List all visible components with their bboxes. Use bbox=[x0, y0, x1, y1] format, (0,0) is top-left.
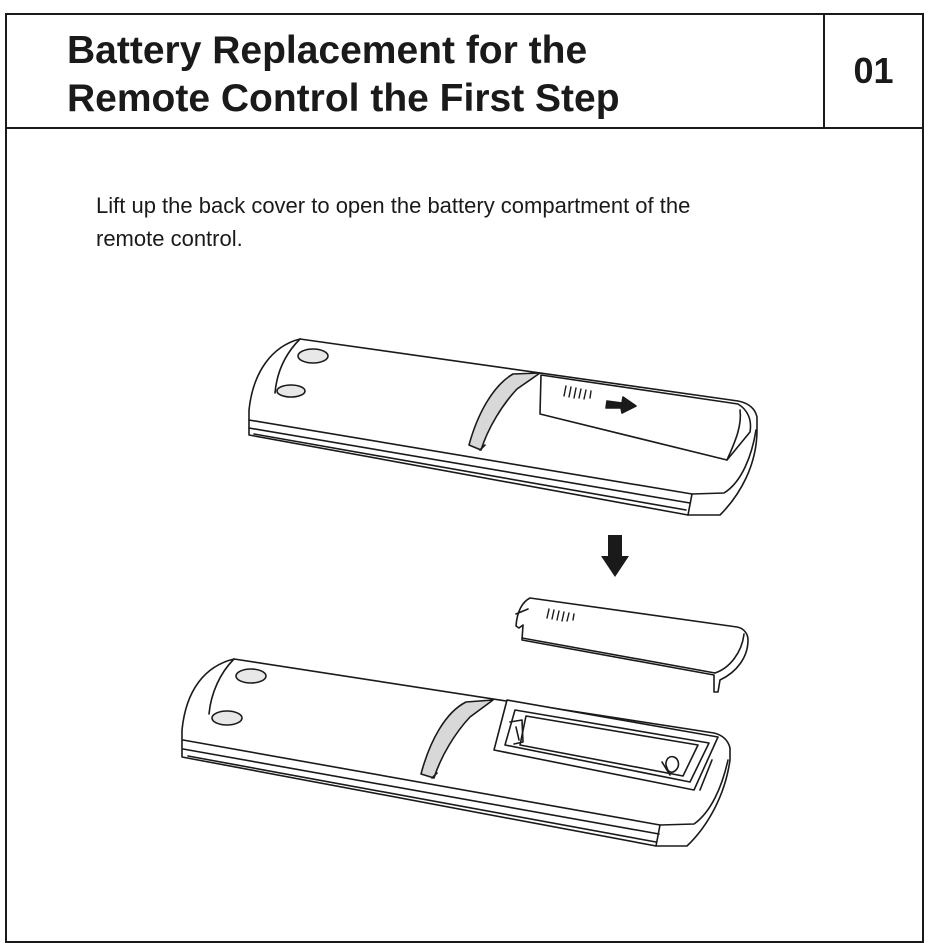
remote-open-icon bbox=[182, 659, 730, 846]
battery-cover-icon bbox=[516, 598, 748, 692]
remote-closed-icon bbox=[249, 339, 757, 515]
down-arrow-icon bbox=[601, 535, 629, 577]
